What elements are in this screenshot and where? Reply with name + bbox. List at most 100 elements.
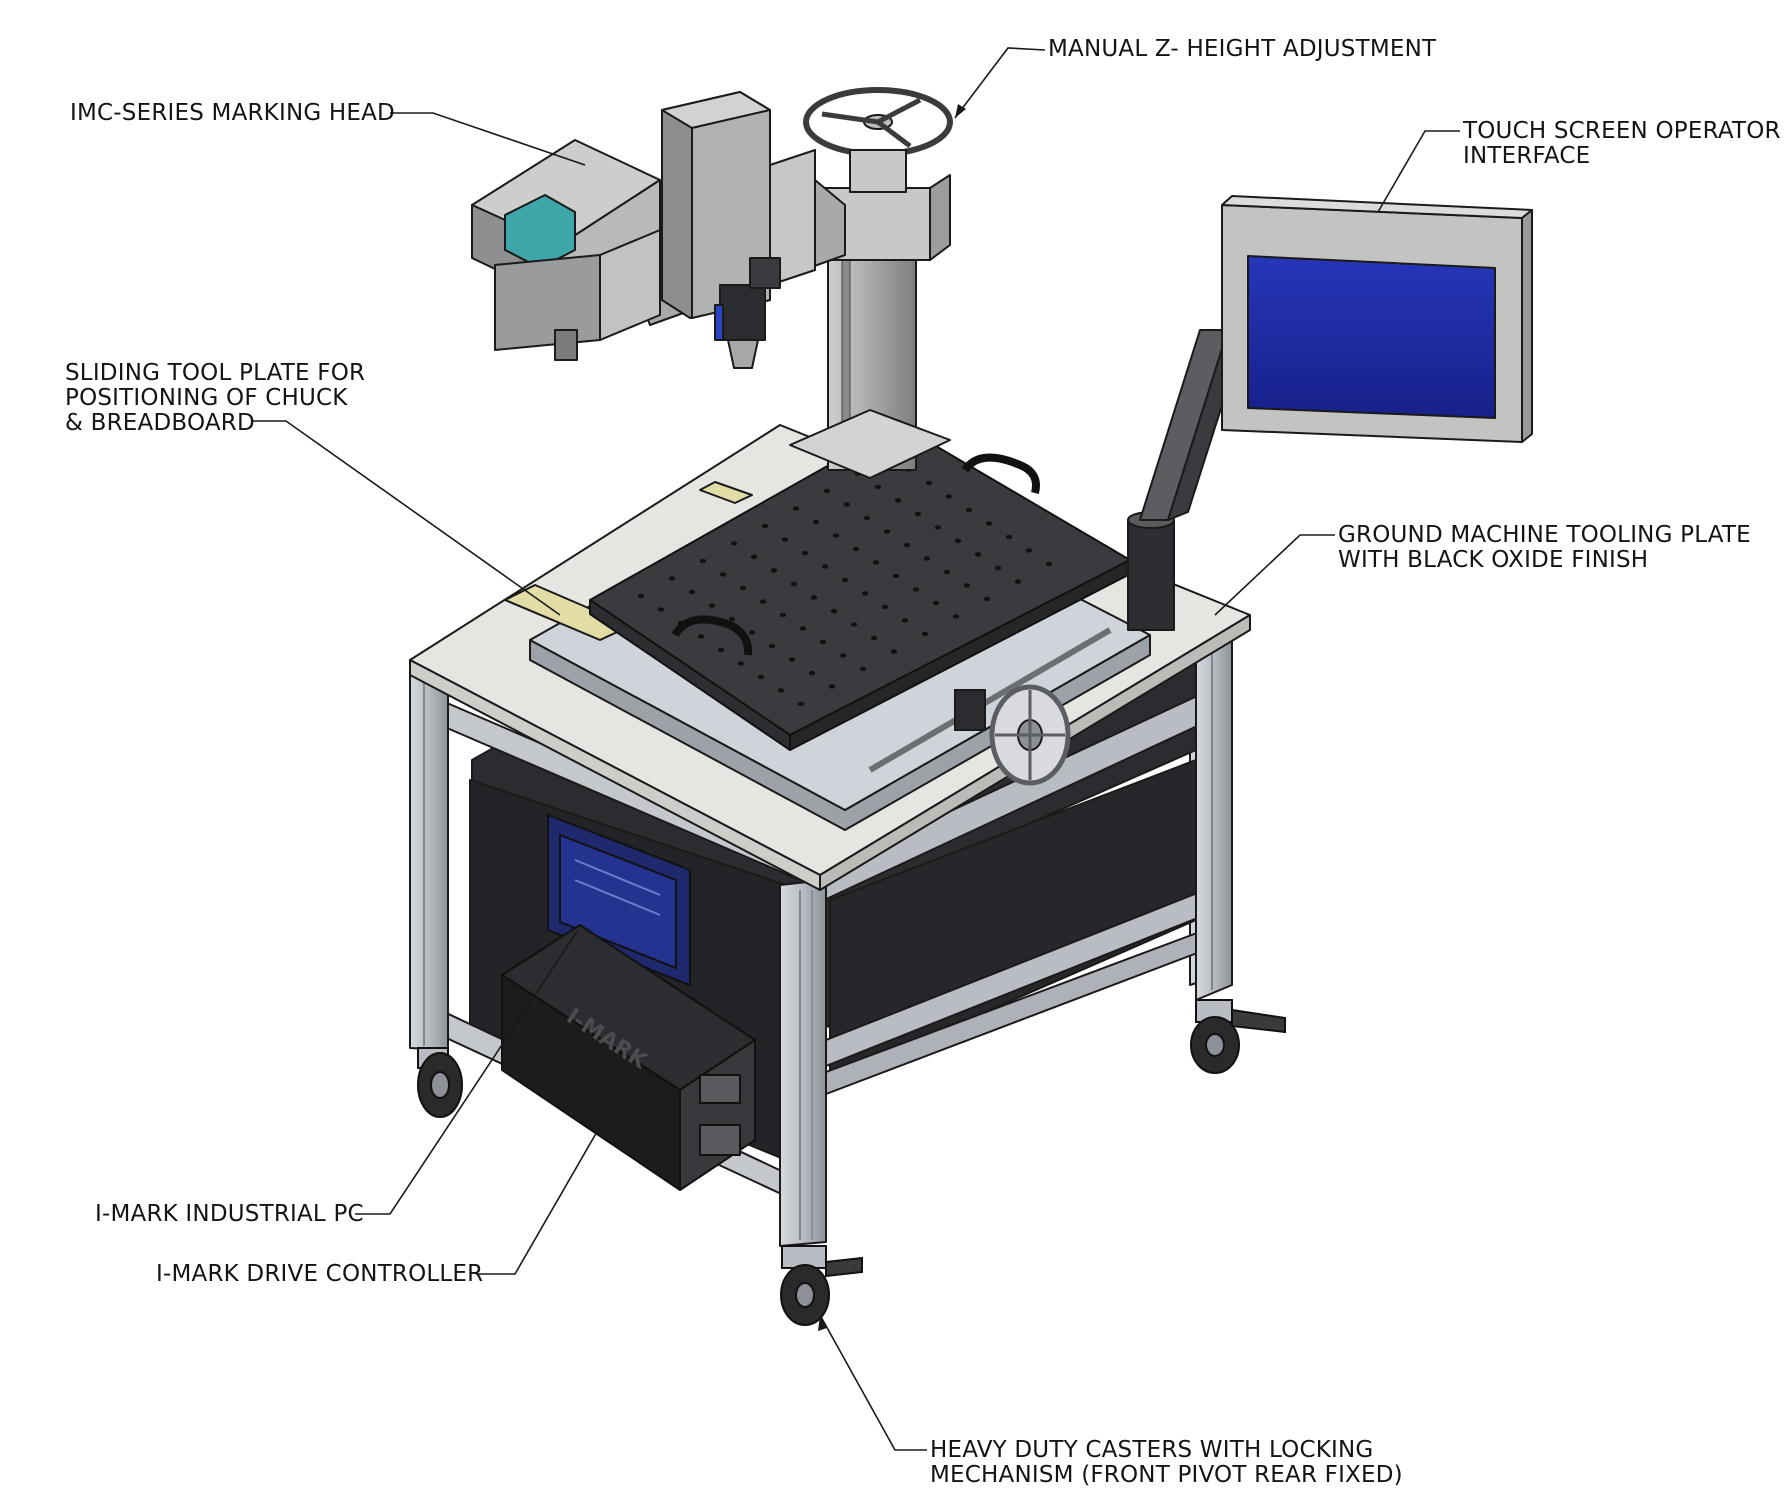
- breadboard-hole: [657, 607, 665, 612]
- breadboard-hole: [799, 626, 807, 631]
- breadboard-hole: [859, 666, 867, 672]
- breadboard-hole: [812, 519, 820, 525]
- breadboard-hole: [952, 614, 960, 619]
- breadboard-hole: [779, 612, 787, 618]
- breadboard-hole: [925, 480, 933, 486]
- callout-line: POSITIONING OF CHUCK: [65, 385, 348, 411]
- breadboard-hole: [994, 565, 1002, 571]
- z-handwheel: [803, 87, 953, 193]
- breadboard-hole: [757, 674, 765, 680]
- leader-sliding-plate: [253, 420, 561, 616]
- callout-manual-z-height: MANUAL Z- HEIGHT ADJUSTMENT: [1048, 37, 1436, 62]
- marking-head: [471, 91, 846, 369]
- breadboard-hole: [699, 558, 707, 564]
- callout-drive-controller: I-MARK DRIVE CONTROLLER: [156, 1262, 483, 1287]
- breadboard-hole: [1045, 561, 1053, 567]
- breadboard-hole: [852, 546, 860, 552]
- breadboard-hole: [717, 647, 725, 653]
- callout-line: IMC-SERIES MARKING HEAD: [70, 100, 395, 126]
- breadboard-hole: [1005, 534, 1013, 540]
- breadboard-hole: [861, 591, 869, 596]
- callout-line: WITH BLACK OXIDE FINISH: [1338, 547, 1649, 573]
- breadboard-hole: [912, 587, 920, 592]
- breadboard-hole: [790, 581, 798, 587]
- callout-line: HEAVY DUTY CASTERS WITH LOCKING: [930, 1437, 1374, 1463]
- callout-line: INTERFACE: [1463, 143, 1591, 169]
- callout-marking-head: IMC-SERIES MARKING HEAD: [70, 101, 395, 126]
- breadboard-hole: [770, 568, 778, 573]
- touch-screen-display: [1247, 255, 1496, 419]
- breadboard-hole: [881, 604, 889, 610]
- crank-handwheel: [868, 627, 1112, 786]
- breadboard-hole: [781, 537, 789, 542]
- breadboard-hole: [788, 657, 796, 662]
- z-axis-column: [789, 87, 953, 479]
- breadboard-hole: [839, 653, 847, 658]
- callout-line: I-MARK DRIVE CONTROLLER: [156, 1261, 484, 1287]
- breadboard-hole: [954, 538, 962, 544]
- leader-marking-head: [390, 112, 586, 166]
- touch-screen-assembly: [1127, 195, 1533, 631]
- breadboard-hole: [801, 550, 809, 556]
- front-right-leg: [1195, 623, 1233, 1001]
- breadboard-hole: [768, 643, 776, 649]
- drive-controller: I-MARK: [501, 924, 756, 1191]
- callout-line: MECHANISM (FRONT PIVOT REAR FIXED): [930, 1462, 1403, 1488]
- breadboard-hole: [841, 577, 849, 583]
- callout-line: SLIDING TOOL PLATE FOR: [65, 360, 366, 386]
- callout-ground-tooling-plate: GROUND MACHINE TOOLING PLATE WITH BLACK …: [1338, 523, 1751, 573]
- breadboard-hole: [719, 572, 727, 577]
- breadboard-hole: [637, 593, 645, 599]
- callout-sliding-tool-plate: SLIDING TOOL PLATE FOR POSITIONING OF CH…: [65, 361, 365, 436]
- arm-post: [1127, 519, 1175, 631]
- breadboard-hole: [870, 635, 878, 641]
- breadboard-hole: [963, 583, 971, 588]
- breadboard-hole: [761, 523, 769, 529]
- breadboard-hole: [739, 585, 747, 591]
- breadboard-hole: [688, 589, 696, 595]
- leader-ground-plate: [1214, 534, 1335, 616]
- leader-manual-z: [954, 47, 1046, 119]
- breadboard-hole: [792, 506, 800, 511]
- breadboard-hole: [934, 525, 942, 530]
- breadboard-hole: [748, 630, 756, 635]
- casters: [417, 999, 1286, 1326]
- breadboard-hole: [923, 556, 931, 561]
- teal-motor: [504, 194, 576, 269]
- callout-line: & BREADBOARD: [65, 410, 255, 436]
- breadboard-hole: [821, 564, 829, 569]
- breadboard-hole: [983, 596, 991, 602]
- breadboard-hole: [697, 634, 705, 639]
- breadboard-hole: [823, 488, 831, 494]
- breadboard-hole: [777, 688, 785, 693]
- breadboard-hole: [883, 529, 891, 534]
- breadboard-hole: [759, 599, 767, 604]
- breadboard-hole: [874, 484, 882, 490]
- caster-right: [1190, 999, 1286, 1074]
- breadboard-hole: [828, 684, 836, 689]
- leader-casters: [819, 1314, 927, 1451]
- front-left-leg: [409, 669, 449, 1051]
- leader-lines: [253, 47, 1460, 1451]
- breadboard-hole: [810, 595, 818, 600]
- breadboard-hole: [974, 552, 982, 557]
- breadboard-hole: [901, 618, 909, 623]
- front-handle: [671, 615, 753, 656]
- breadboard-hole: [965, 507, 973, 513]
- breadboard-hole: [903, 542, 911, 548]
- breadboard-hole: [1014, 579, 1022, 584]
- breadboard-hole: [914, 511, 922, 517]
- breadboard-hole: [892, 573, 900, 579]
- callout-line: GROUND MACHINE TOOLING PLATE: [1338, 522, 1751, 548]
- breadboard-hole: [737, 661, 745, 666]
- breadboard-hole: [863, 515, 871, 521]
- breadboard-hole: [708, 603, 716, 608]
- rear-handle: [961, 453, 1040, 494]
- breadboard-hole: [943, 569, 951, 575]
- callout-line: TOUCH SCREEN OPERATOR: [1463, 118, 1781, 144]
- arrow-casters: [818, 1315, 827, 1331]
- leader-touch-screen: [1377, 130, 1460, 213]
- breadboard-hole: [890, 649, 898, 654]
